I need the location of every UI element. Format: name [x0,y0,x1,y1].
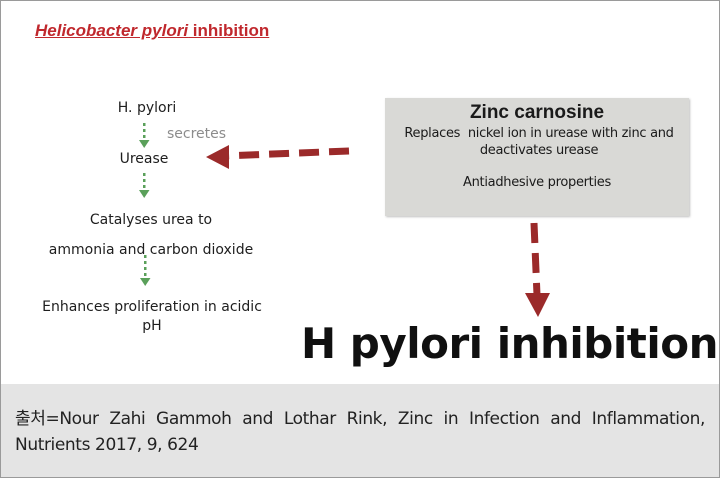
zinc-carnosine-box: Zinc carnosine Replaces nickel ion in ur… [385,98,689,216]
arrow-zinc-to-urease [206,145,350,169]
source-caption: 출처=Nour Zahi Gammoh and Lothar Rink, Zin… [15,409,705,455]
title-organism: Helicobacter pylori [35,21,189,40]
result-label: H pylori inhibition [301,319,718,368]
node-h-pylori: H. pylori [117,100,177,116]
pathway-arrows [139,123,151,286]
caption-bar: 출처=Nour Zahi Gammoh and Lothar Rink, Zin… [1,384,719,477]
arrow-zinc-to-result [525,222,550,317]
node-enhances: Enhances proliferation in acidic pH [21,298,283,336]
node-catalyses: Catalyses urea to ammonia and carbon dio… [31,205,271,265]
zinc-box-property: Antiadhesive properties [463,175,611,190]
slide: Helicobacter pylori inhibition [1,1,719,373]
arrow-hpylori-to-urease [139,123,150,148]
zinc-box-title: Zinc carnosine [469,102,605,123]
arrow-catalyses-to-enhances [140,255,151,286]
zinc-desc-line-2: deactivates urease [479,143,599,158]
arrow-urease-to-catalyses [139,173,150,198]
catalyses-line-1: Catalyses urea to [89,212,213,228]
enhances-line-1: Enhances proliferation in acidic [42,299,262,315]
zinc-arrows [206,145,550,317]
enhances-line-2: pH [142,318,162,334]
zinc-box-description: Replaces nickel ion in urease with zinc … [389,125,689,159]
zinc-desc-line-1: Replaces nickel ion in urease with zinc … [404,126,674,141]
node-urease: Urease [119,151,169,167]
slide-title: Helicobacter pylori inhibition [35,21,269,41]
label-secretes: secretes [167,126,227,142]
catalyses-line-2: ammonia and carbon dioxide [48,242,254,258]
title-rest: inhibition [188,21,270,40]
